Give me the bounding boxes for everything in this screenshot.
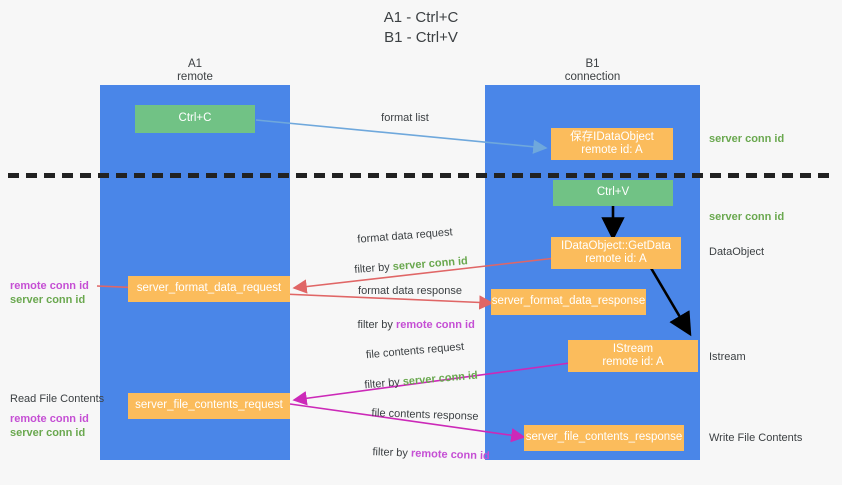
box-server-file-contents-response[interactable]: server_file_contents_response — [524, 425, 684, 451]
box-server-file-contents-request[interactable]: server_file_contents_request — [128, 393, 290, 419]
arrow-getdata-to-istream — [649, 267, 692, 337]
right-label-server-conn-id-mid: server conn id — [709, 211, 785, 223]
filter-value-remote-conn-id: remote conn id — [395, 319, 475, 331]
phase-divider — [8, 173, 834, 178]
label-format-data-response-filter: filter by remote conn id — [315, 304, 505, 346]
box-server-format-data-request[interactable]: server_format_data_request — [128, 276, 290, 302]
left-label-read-file-contents: Read File Contents — [10, 393, 105, 405]
arrow-format-data-request — [292, 257, 557, 294]
arrow-format-list — [255, 119, 548, 154]
left-label-remote-conn-id-1: remote conn id — [10, 280, 89, 292]
box-save-idataobject[interactable]: 保存IDataObject remote id: A — [551, 128, 673, 160]
arrow-file-contents-response — [289, 403, 526, 443]
left-label-server-conn-id-1: server conn id — [10, 294, 86, 306]
filter-value-server-conn-id: server conn id — [402, 369, 479, 389]
filter-prefix: filter by — [353, 260, 394, 276]
label-format-list: format list — [381, 112, 429, 124]
right-label-istream: Istream — [709, 351, 746, 363]
right-label-dataobject: DataObject — [709, 246, 765, 258]
filter-value-remote-conn-id: remote conn id — [410, 447, 490, 463]
filter-value-server-conn-id: server conn id — [392, 255, 469, 273]
label-file-contents-response-filter: filter by remote conn id — [329, 430, 520, 479]
arrow-file-contents-request — [292, 362, 571, 406]
filter-prefix: filter by — [357, 319, 396, 331]
label-format-data-response: format data response — [358, 285, 462, 297]
right-label-server-conn-id-top: server conn id — [709, 133, 785, 145]
right-label-write-file-contents: Write File Contents — [709, 432, 803, 444]
filter-prefix: filter by — [363, 376, 404, 392]
box-istream[interactable]: IStream remote id: A — [568, 340, 698, 372]
box-ctrl-c[interactable]: Ctrl+C — [135, 105, 255, 133]
lane-b1-heading: B1 connection — [564, 58, 621, 83]
lane-a1-heading: A1 remote — [177, 58, 213, 83]
left-label-server-conn-id-2: server conn id — [10, 427, 86, 439]
box-server-format-data-response[interactable]: server_format_data_response — [491, 289, 646, 315]
left-label-remote-conn-id-2: remote conn id — [10, 413, 89, 425]
filter-prefix: filter by — [372, 446, 412, 460]
box-ctrl-v[interactable]: Ctrl+V — [553, 180, 673, 206]
page-title: A1 - Ctrl+C B1 - Ctrl+V — [383, 9, 459, 46]
box-idataobject-getdata[interactable]: IDataObject::GetData remote id: A — [551, 237, 681, 269]
